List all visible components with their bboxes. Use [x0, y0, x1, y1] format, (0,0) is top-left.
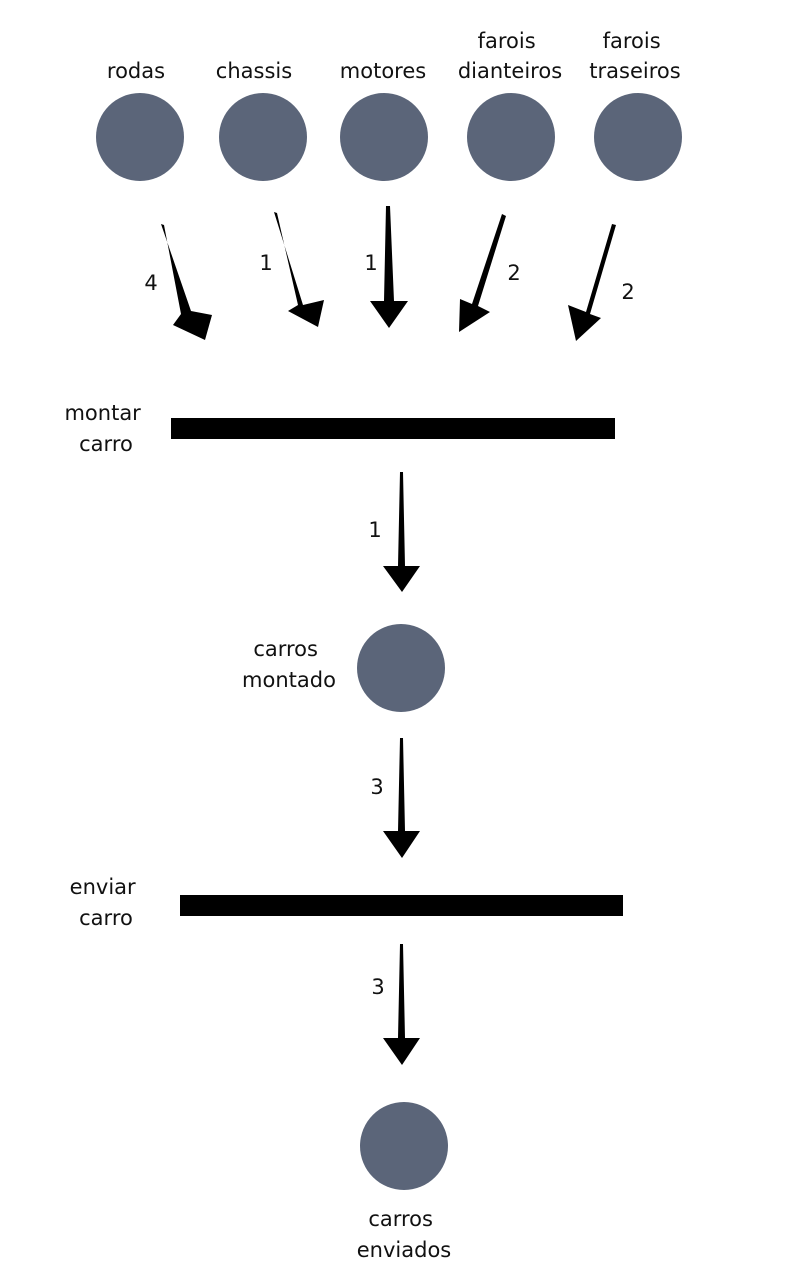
arc-farois-traseiros-to-montar	[568, 224, 616, 341]
place-rodas	[96, 93, 184, 181]
place-label-rodas: rodas	[107, 59, 165, 83]
place-label-carros-enviados-line2: enviados	[357, 1238, 451, 1262]
arc-montar-to-carros-montado	[383, 472, 420, 592]
arc-weight-farois-traseiros: 2	[621, 280, 634, 304]
place-label-carros-montado-line1: carros	[253, 637, 318, 661]
transition-label-montar-carro: montar carro	[64, 401, 147, 456]
place-label-farois-traseiros-line1: farois	[603, 29, 661, 53]
place-motores	[340, 93, 428, 181]
transition-montar-carro	[171, 418, 615, 439]
place-chassis	[219, 93, 307, 181]
place-label-chassis-line: chassis	[216, 59, 292, 83]
place-farois-dianteiros	[467, 93, 555, 181]
place-label-carros-enviados: carros enviados	[357, 1207, 451, 1262]
place-label-farois-traseiros: farois traseiros	[589, 29, 680, 83]
place-label-motores-line: motores	[340, 59, 426, 83]
place-label-farois-dianteiros: farois dianteiros	[458, 29, 562, 83]
arc-weight-rodas: 4	[144, 271, 157, 295]
place-label-farois-dianteiros-line2: dianteiros	[458, 59, 562, 83]
arc-weight-montar-to-carros-montado: 1	[368, 518, 381, 542]
transition-label-enviar-carro-line2: carro	[79, 906, 133, 930]
place-label-carros-enviados-line1: carros	[368, 1207, 433, 1231]
place-carros-montado	[357, 624, 445, 712]
place-farois-traseiros	[594, 93, 682, 181]
arc-weight-motores: 1	[364, 251, 377, 275]
place-label-rodas-line: rodas	[107, 59, 165, 83]
arc-carros-montado-to-enviar	[383, 738, 420, 858]
arc-weight-enviar-to-carros-enviados: 3	[371, 975, 384, 999]
arc-chassis-to-montar	[274, 212, 324, 327]
arc-motores-to-montar	[370, 206, 408, 328]
arc-weight-chassis: 1	[259, 251, 272, 275]
place-label-farois-traseiros-line2: traseiros	[589, 59, 680, 83]
arc-weight-carros-montado-to-enviar: 3	[370, 775, 383, 799]
arc-enviar-to-carros-enviados	[383, 944, 420, 1065]
transition-enviar-carro	[180, 895, 623, 916]
place-label-carros-montado: carros montado	[242, 637, 336, 692]
place-carros-enviados	[360, 1102, 448, 1190]
arc-rodas-to-montar	[161, 224, 212, 340]
place-label-carros-montado-line2: montado	[242, 668, 336, 692]
transition-label-montar-carro-line1: montar	[64, 401, 141, 425]
transition-label-enviar-carro: enviar carro	[70, 875, 143, 930]
place-label-chassis: chassis	[216, 59, 292, 83]
place-label-motores: motores	[340, 59, 426, 83]
arc-farois-dianteiros-to-montar	[459, 214, 506, 332]
arc-weight-farois-dianteiros: 2	[507, 261, 520, 285]
transition-label-montar-carro-line2: carro	[79, 432, 133, 456]
place-label-farois-dianteiros-line1: farois	[478, 29, 536, 53]
transition-label-enviar-carro-line1: enviar	[70, 875, 136, 899]
